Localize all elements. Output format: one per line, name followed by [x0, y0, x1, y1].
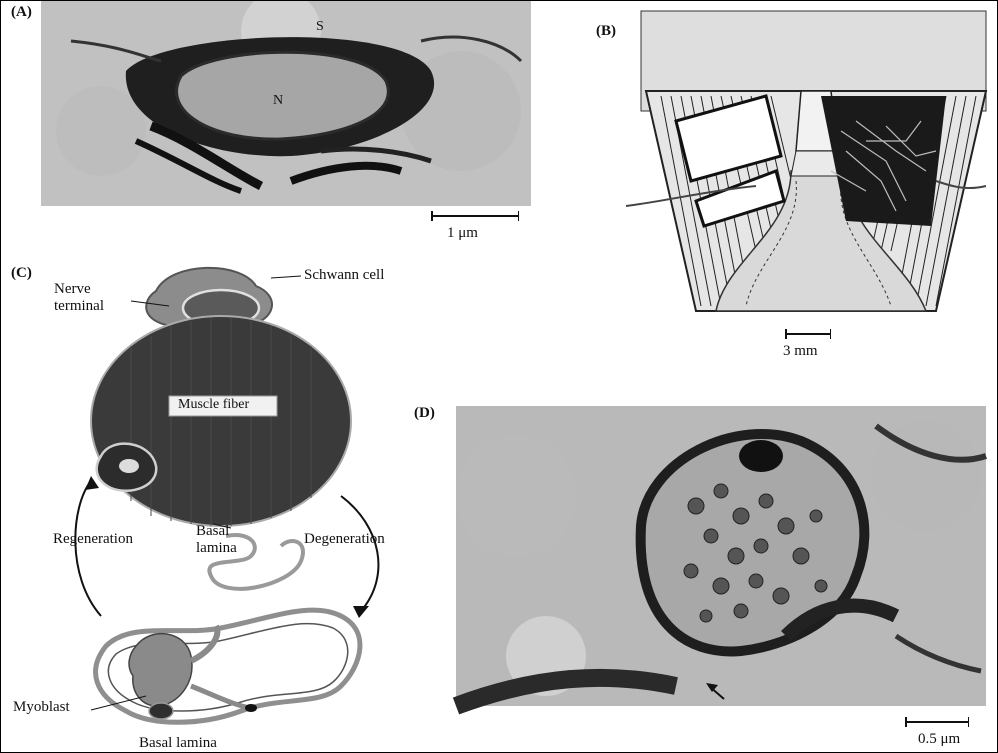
panel-a-scale-label: 1 μm: [447, 225, 478, 242]
panel-a-annotation-n: N: [273, 93, 283, 109]
panel-c-diagram: [41, 256, 461, 736]
panel-b-scale-label: 3 mm: [783, 343, 818, 360]
panel-a-scale-bar: [431, 211, 519, 221]
panel-b-scale-bar: [785, 329, 831, 339]
panel-d-micrograph: [456, 406, 986, 706]
label-nerve-terminal: Nerve terminal: [54, 281, 104, 315]
label-basal-lamina-mid: Basal lamina: [196, 523, 237, 557]
panel-c-label: (C): [11, 265, 32, 282]
panel-d-label: (D): [414, 405, 435, 422]
label-basal-lamina-bottom: Basal lamina: [139, 735, 217, 752]
panel-a-annotation-s: S: [316, 19, 324, 35]
label-degeneration: Degeneration: [304, 531, 385, 548]
panel-b-drawing: [606, 11, 996, 331]
label-schwann-cell: Schwann cell: [304, 267, 384, 284]
panel-d-scale-bar: [905, 717, 969, 727]
label-muscle-fiber: Muscle fiber: [178, 397, 249, 413]
panel-a-label: (A): [11, 4, 32, 21]
panel-a-micrograph: [41, 1, 531, 206]
label-regeneration: Regeneration: [53, 531, 133, 548]
label-myoblast: Myoblast: [13, 699, 70, 716]
panel-d-scale-label: 0.5 μm: [918, 731, 960, 748]
